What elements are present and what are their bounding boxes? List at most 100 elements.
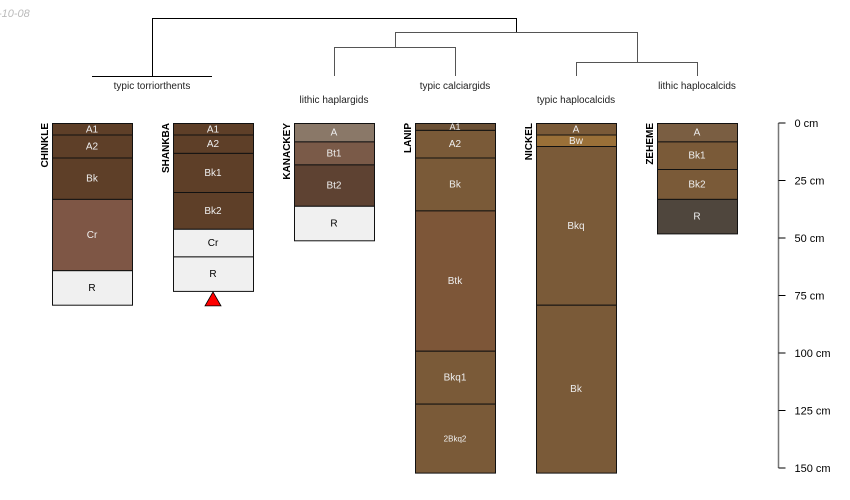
horizon-label: R	[209, 269, 216, 280]
taxon-label: typic calciargids	[420, 81, 491, 92]
horizon-r: R	[657, 198, 738, 235]
horizon-bkq1: Bkq1	[415, 350, 496, 405]
horizon-bt2: Bt2	[294, 164, 375, 207]
taxon-label: lithic haplocalcids	[658, 81, 736, 92]
horizon-a1: A1	[173, 123, 254, 136]
horizon-2bkq2: 2Bkq2	[415, 403, 496, 474]
taxon-label: typic haplocalcids	[537, 95, 615, 106]
horizon-bk: Bk	[52, 157, 133, 200]
horizon-a1: A1	[52, 123, 133, 136]
horizon-bkq: Bkq	[536, 146, 617, 306]
horizon-label: Cr	[87, 230, 98, 241]
horizon-bk1: Bk1	[657, 141, 738, 170]
horizon-label: Bkq1	[444, 373, 467, 384]
date-label: -10-08	[0, 8, 30, 20]
horizon-label: R	[330, 219, 337, 230]
horizon-bk: Bk	[536, 304, 617, 474]
horizon-label: A	[331, 128, 338, 139]
horizon-r: R	[294, 205, 375, 242]
horizon-label: A1	[449, 122, 460, 132]
depth-tick-label: 50 cm	[795, 233, 825, 245]
depth-tick-label: 75 cm	[795, 291, 825, 303]
horizon-label: R	[693, 212, 700, 223]
horizon-label: A1	[86, 124, 99, 135]
horizon-label: Bt2	[326, 181, 341, 192]
horizon-rect	[294, 164, 375, 207]
horizon-rect	[52, 270, 133, 306]
horizon-label: A2	[86, 142, 99, 153]
profile-name: KANACKEY	[282, 123, 293, 180]
dendrogram-branch	[576, 62, 698, 76]
horizon-label: Bk2	[204, 206, 222, 217]
horizon-label: Bw	[569, 136, 584, 147]
horizon-label: A	[694, 128, 701, 139]
horizon-rect	[415, 157, 496, 212]
horizon-label: A1	[207, 124, 220, 135]
horizon-a: A	[294, 123, 375, 143]
horizon-rect	[173, 256, 254, 292]
horizon-label: A2	[449, 139, 462, 150]
horizon-rect	[657, 198, 738, 235]
horizon-label: Bk1	[204, 168, 222, 179]
horizon-a2: A2	[415, 129, 496, 159]
horizon-rect	[415, 210, 496, 352]
horizon-rect	[536, 304, 617, 474]
horizon-bw: Bw	[536, 134, 617, 147]
horizon-label: Btk	[448, 276, 463, 287]
profile-name: SHANKBA	[161, 123, 172, 173]
horizon-r: R	[52, 270, 133, 306]
horizon-label: R	[88, 283, 95, 294]
depth-tick-label: 0 cm	[795, 118, 819, 130]
horizon-label: Bk	[449, 179, 462, 190]
profile-name: CHINKLE	[40, 123, 51, 168]
horizon-label: Bk1	[688, 151, 706, 162]
profile-name: LANIP	[403, 123, 414, 153]
horizon-label: Cr	[208, 238, 219, 249]
horizon-cr: Cr	[52, 198, 133, 272]
depth-tick-label: 125 cm	[795, 406, 831, 418]
dendrogram-branch	[395, 32, 638, 62]
horizon-rect	[173, 228, 254, 258]
horizon-rect	[536, 146, 617, 306]
dendrogram-root	[152, 18, 517, 76]
taxon-label: typic torriorthents	[114, 81, 191, 92]
horizon-label: Bk	[570, 384, 583, 395]
profile-name: NICKEL	[524, 123, 535, 160]
horizon-rect	[173, 192, 254, 230]
horizon-rect	[173, 152, 254, 193]
dendrogram-branch	[334, 47, 456, 76]
horizon-label: A	[573, 124, 580, 135]
horizon-rect	[52, 198, 133, 272]
horizon-label: A2	[207, 139, 220, 150]
horizon-label: Bkq	[567, 221, 584, 232]
truncation-marker-icon	[204, 291, 222, 307]
horizon-rect	[415, 129, 496, 159]
horizon-a2: A2	[52, 134, 133, 159]
horizon-bk: Bk	[415, 157, 496, 212]
horizon-r: R	[173, 256, 254, 292]
horizon-rect	[657, 141, 738, 170]
depth-tick-label: 100 cm	[795, 348, 831, 360]
profile-name: ZEHEME	[645, 123, 656, 165]
horizon-rect	[657, 169, 738, 200]
horizon-a: A	[657, 123, 738, 143]
horizon-label: Bk2	[688, 179, 706, 190]
horizon-cr: Cr	[173, 228, 254, 258]
taxon-label: lithic haplargids	[300, 95, 369, 106]
horizon-rect	[415, 350, 496, 405]
horizon-bt1: Bt1	[294, 141, 375, 166]
dendrogram	[92, 18, 698, 77]
horizon-rect	[294, 205, 375, 242]
depth-tick-label: 25 cm	[795, 176, 825, 188]
horizon-rect	[415, 403, 496, 474]
horizon-a: A	[536, 123, 617, 136]
horizon-bk2: Bk2	[173, 192, 254, 230]
horizon-label: Bk	[86, 174, 99, 185]
